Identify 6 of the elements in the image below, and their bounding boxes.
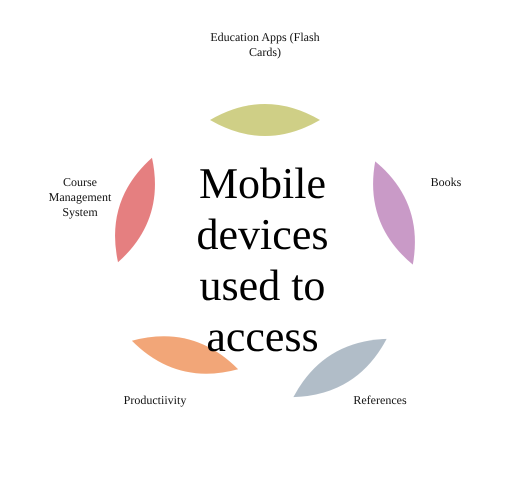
petal-label: Education Apps (Flash Cards)	[209, 30, 321, 60]
center-title: Mobile devices used to access	[196, 158, 330, 362]
petal-label: Productiivity	[122, 393, 188, 408]
petal-label: References	[352, 393, 408, 408]
petal-label: Course Management System	[48, 175, 112, 220]
petal-label: Books	[430, 175, 462, 190]
